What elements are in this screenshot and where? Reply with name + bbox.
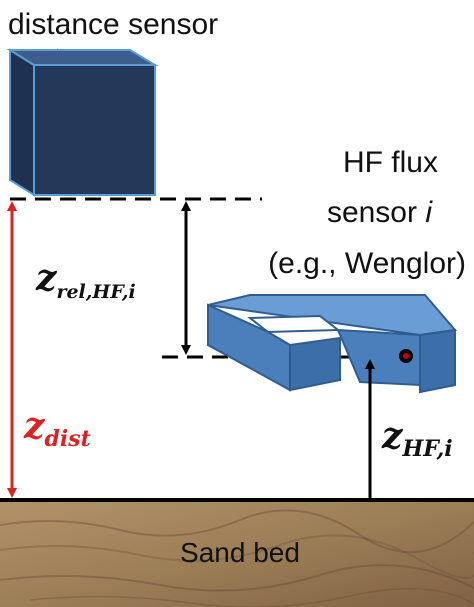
sand-bed-label: Sand bed (180, 537, 300, 568)
z-hf-symbol: zHF,i (381, 415, 453, 462)
hf-sensor-label-line1: HF flux (343, 146, 438, 179)
z-rel-symbol: zrel,HF,i (35, 257, 136, 303)
z-dist-symbol: zdist (23, 405, 91, 452)
distance-sensor-box (6, 48, 159, 197)
distance-sensor-label: distance sensor (8, 8, 218, 41)
hf-sensor-label-line3: (e.g., Wenglor) (268, 247, 466, 280)
hf-flux-sensor (207, 294, 457, 394)
hf-sensor-point-inner (403, 353, 409, 359)
sand-bed (0, 500, 474, 607)
hf-sensor-label-line2: sensor i (327, 196, 433, 229)
